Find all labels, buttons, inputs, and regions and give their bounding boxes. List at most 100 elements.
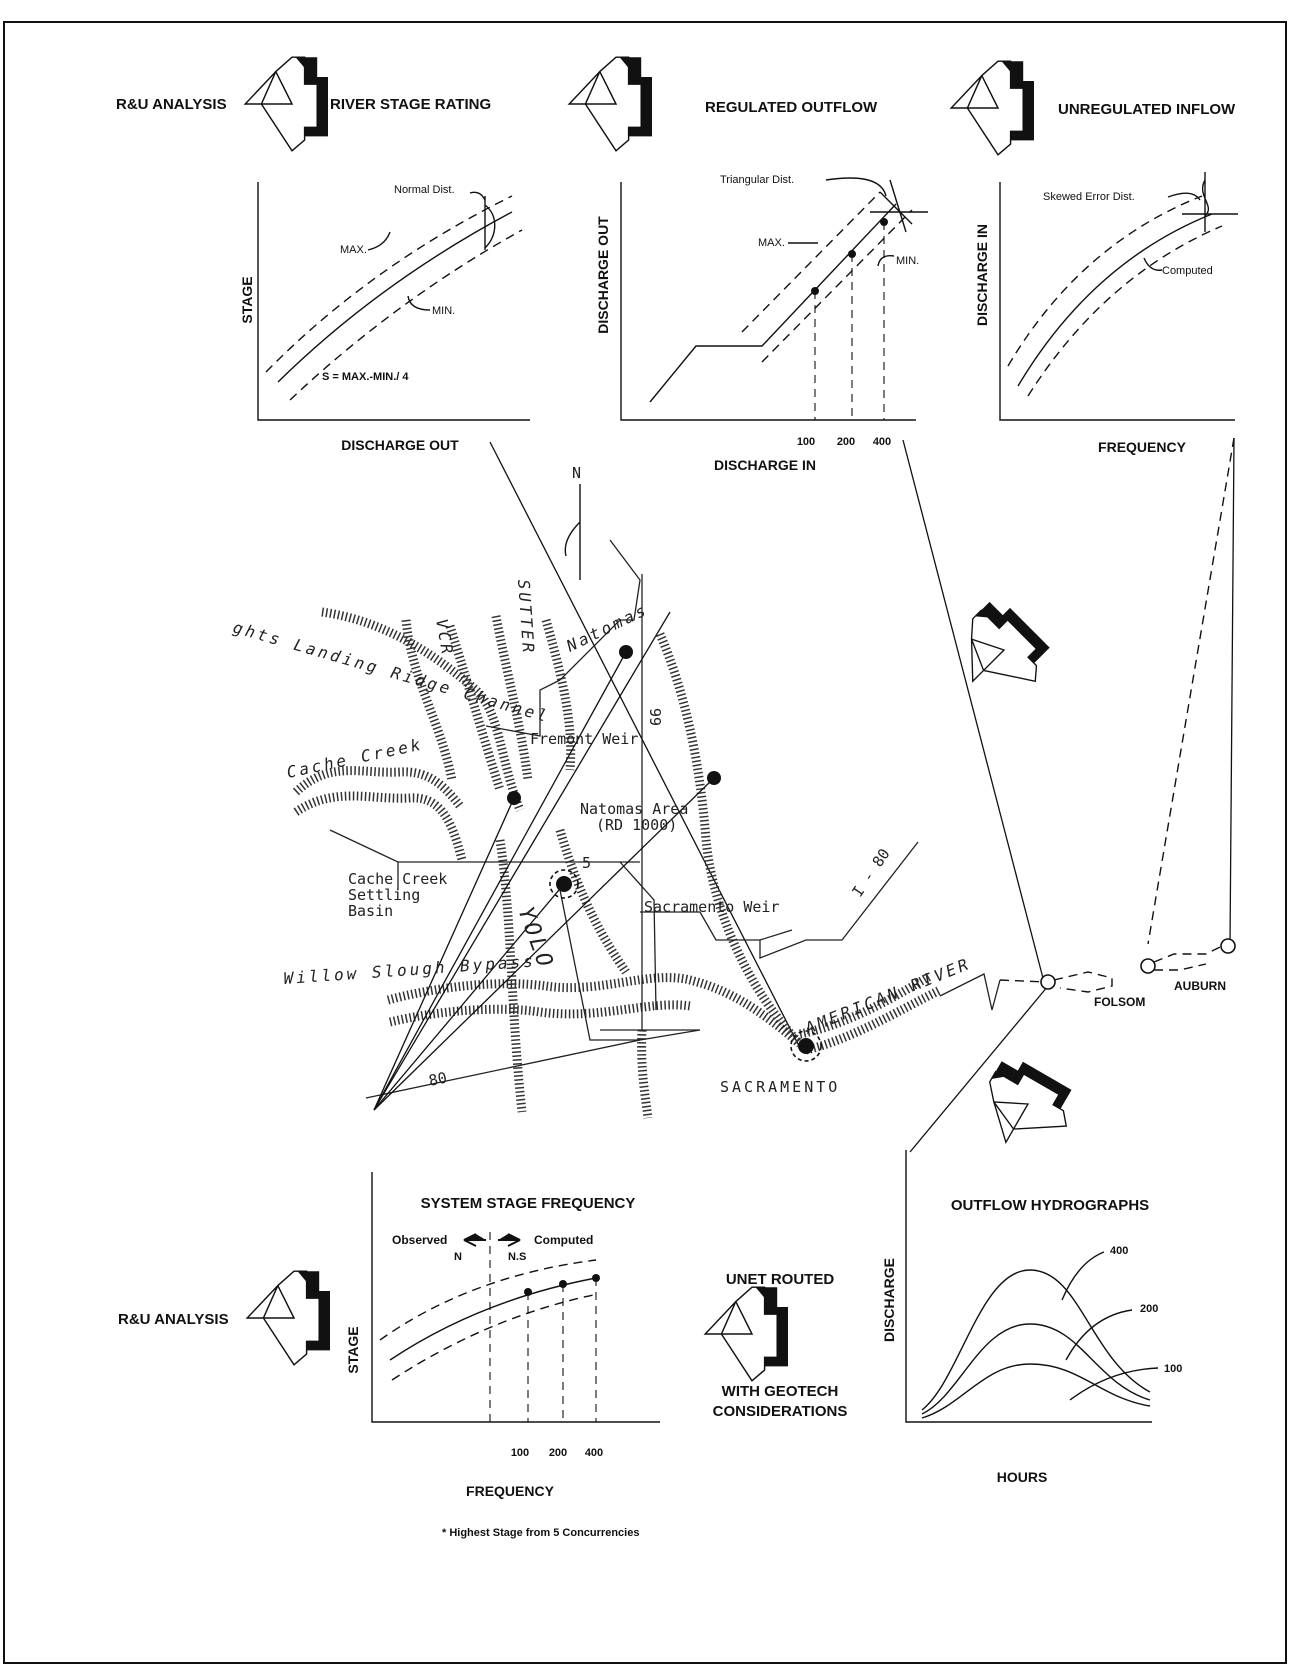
map-label-willow-slough: Willow Slough Bypass [283,951,536,988]
map-gauge-nctomas [619,645,633,659]
map-north-label: N [572,464,581,482]
map-label-natomas-area-1: Natomas Area [580,800,688,818]
map-label-natomas: Natomas [563,600,652,656]
map-label-auburn: AUBURN [1174,979,1226,993]
stage-rating-normal-dist [484,196,496,250]
connector-site-to-hydro [909,985,1049,1153]
system-stage-computed-arrow [498,1233,521,1247]
map-levee-sac-south [637,1029,653,1119]
system-stage-curve [389,1277,597,1361]
map-road-5 [398,861,700,1031]
map-ray-5 [373,611,671,1111]
stage-rating-max-leader [367,231,391,251]
regulated-outflow-curve [649,203,897,403]
map-label-settling-2: Settling [348,886,420,904]
map-gauge-sacramento-ring [790,1030,822,1062]
map-auburn-reservoir [1153,945,1223,971]
system-stage-tick-100: 100 [511,1447,529,1459]
arrow-icon-2 [568,56,653,152]
regulated-outflow-chart: DISCHARGE OUT DISCHARGE IN 100 200 400 T… [595,174,928,473]
map-label-vcr: VCR [432,617,457,658]
hydro-label-100: 100 [1164,1363,1182,1375]
regulated-outflow-ylabel: DISCHARGE OUT [595,216,611,334]
regulated-outflow-tick-100: 100 [797,436,815,448]
map-levee-cache-creek [292,766,464,809]
map-road-mid [485,679,561,737]
map-gauge-yolo-north [507,791,521,805]
map-road-weir [640,911,760,941]
system-stage-ylabel: STAGE [345,1326,361,1373]
stage-rating-min-label: MIN. [432,305,455,317]
map-label-fremont-weir: Fremont Weir [530,730,638,748]
map-road-upper [559,539,641,681]
stage-rating-max-curve [265,195,513,373]
regulated-outflow-tick-200: 200 [837,436,855,448]
inflow-computed-curve [1017,213,1213,387]
inflow-upper-curve [1007,195,1203,367]
map-label-settling-1: Cache Creek [348,870,447,888]
inflow-lower-curve [1027,225,1223,397]
map-label-hwy-i80: I - 80 [848,845,893,900]
page-border [3,21,1287,1664]
map-levee-vcr-2 [445,624,505,792]
hydro-leader-400 [1061,1251,1105,1301]
map-levee-bypass [386,973,803,1048]
map-levee-sutter-2 [541,618,576,771]
connector-outflow-to-site [902,439,1045,983]
map-levee-american-2 [799,972,933,1039]
inflow-skewed-dist [1182,172,1238,232]
arrow-icon-unet [704,1286,789,1382]
stage-rating-computed-curve [277,211,513,383]
hydro-leader-200 [1065,1309,1133,1361]
map-levee-bypass-2 [388,1000,691,1027]
regulated-outflow-axes [620,182,916,421]
system-stage-tick-200: 200 [549,1447,567,1459]
system-stage-upper-curve [379,1259,597,1341]
connector-inflow-right [1229,437,1235,945]
stage-rating-chart: STAGE DISCHARGE OUT Normal Dist. MAX. MI… [239,182,530,453]
inflow-dist-label: Skewed Error Dist. [1043,191,1135,203]
header-regulated-outflow: REGULATED OUTFLOW [705,99,878,116]
map-label-sacramento: SACRAMENTO [720,1078,840,1096]
stage-rating-min-leader [407,295,431,311]
connector-stage-to-map [489,441,801,1049]
inflow-xlabel: FREQUENCY [1098,439,1187,455]
system-stage-footnote: * Highest Stage from 5 Concurrencies [442,1527,639,1539]
unet-line2: CONSIDERATIONS [713,1403,848,1420]
system-stage-computed: Computed [534,1233,593,1247]
map-road-yolo [559,889,640,1041]
map-label-folsom: FOLSOM [1094,995,1145,1009]
hydro-xlabel: HOURS [997,1469,1048,1485]
system-stage-tick-400: 400 [585,1447,603,1459]
stage-rating-max-label: MAX. [340,244,367,256]
header-ru-analysis-bottom: R&U ANALYSIS [118,1311,229,1328]
system-stage-observed-arrow [463,1233,486,1247]
hydro-series-100 [921,1363,1151,1419]
map-ray-3 [373,651,627,1111]
stage-rating-ylabel: STAGE [239,276,255,323]
arrow-icon-bottom-left [246,1270,331,1366]
stage-rating-formula: S = MAX.-MIN./ 4 [322,371,409,383]
stage-rating-min-curve [289,229,523,401]
regulated-outflow-max-label: MAX. [758,237,785,249]
system-stage-n-label: N [454,1251,462,1263]
hydro-series-200 [921,1323,1151,1415]
regulated-outflow-max-curve [741,191,881,333]
map-node-folsom [1140,958,1156,974]
stage-rating-axes [257,182,530,421]
stage-rating-xlabel: DISCHARGE OUT [341,437,459,453]
map-folsom-reservoir [1053,971,1113,993]
hydro-series-400 [921,1269,1151,1411]
arrow-icon-1 [244,56,329,152]
map-levee-yolo-west [495,839,527,1113]
regulated-outflow-min-leader [877,255,895,267]
map-levee-natomas-east [655,632,804,1048]
map-label-natomas-area-2: (RD 1000) [596,816,677,834]
map-label-settling-3: Basin [348,902,393,920]
system-stage-ns-label: N.S [508,1251,526,1263]
map-label-american-river: AMERICAN RIVER [801,954,973,1038]
map-label-hwy-5: 5 [582,854,591,872]
map-road-i80 [759,841,919,959]
